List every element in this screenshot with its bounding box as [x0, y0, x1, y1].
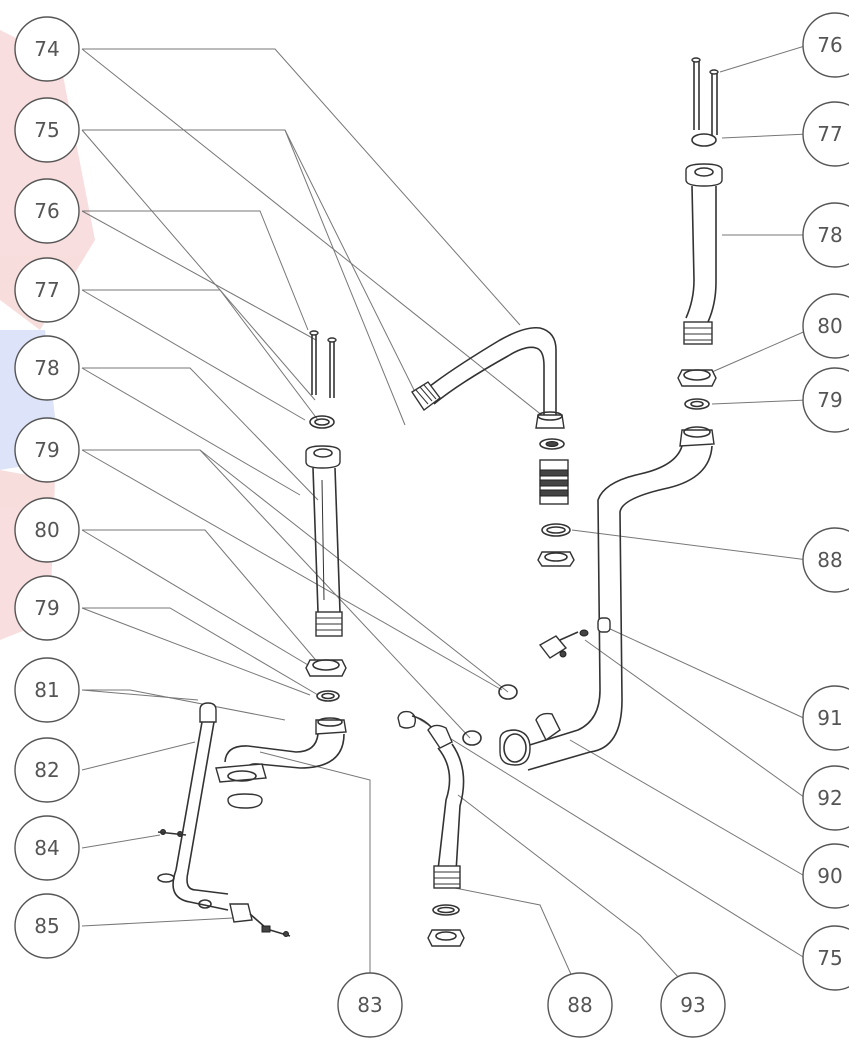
callout-75-right: 75 [802, 925, 849, 991]
callout-78: 78 [14, 335, 80, 401]
callout-76-right: 76 [802, 12, 849, 78]
callout-77: 77 [14, 257, 80, 323]
callout-74: 74 [14, 16, 80, 82]
callout-balloons: 74 75 76 77 78 79 80 79 81 82 84 85 83 8… [14, 12, 849, 1038]
svg-text:79: 79 [34, 596, 59, 620]
svg-text:93: 93 [680, 993, 705, 1017]
svg-text:76: 76 [817, 33, 842, 57]
svg-text:88: 88 [567, 993, 592, 1017]
svg-text:74: 74 [34, 37, 59, 61]
svg-text:91: 91 [817, 706, 842, 730]
center-pipe [411, 326, 575, 567]
right-pipe-assembly [462, 57, 723, 771]
lower-pipe-assembly [397, 710, 465, 947]
bypass-pipe [157, 702, 291, 937]
svg-text:75: 75 [817, 946, 842, 970]
leader-lines [81, 44, 809, 991]
svg-text:77: 77 [817, 122, 842, 146]
svg-text:79: 79 [34, 438, 59, 462]
callout-92: 92 [802, 765, 849, 831]
callout-81: 81 [14, 657, 80, 723]
svg-text:92: 92 [817, 786, 842, 810]
callout-80: 80 [14, 497, 80, 563]
left-pipe-assembly [215, 330, 347, 809]
svg-text:84: 84 [34, 836, 59, 860]
callout-79-right: 79 [802, 367, 849, 433]
svg-text:78: 78 [34, 356, 59, 380]
svg-text:88: 88 [817, 548, 842, 572]
callout-77-right: 77 [802, 101, 849, 167]
svg-text:78: 78 [817, 223, 842, 247]
callout-93: 93 [660, 972, 726, 1038]
svg-text:77: 77 [34, 278, 59, 302]
svg-text:83: 83 [357, 993, 382, 1017]
callout-88-bottom: 88 [547, 972, 613, 1038]
callout-91: 91 [802, 685, 849, 751]
svg-text:85: 85 [34, 914, 59, 938]
callout-82: 82 [14, 737, 80, 803]
svg-text:79: 79 [817, 388, 842, 412]
callout-75: 75 [14, 97, 80, 163]
callout-79-second: 79 [14, 575, 80, 641]
svg-text:75: 75 [34, 118, 59, 142]
svg-text:80: 80 [34, 518, 59, 542]
callout-84: 84 [14, 815, 80, 881]
callout-85: 85 [14, 893, 80, 959]
callout-78-right: 78 [802, 202, 849, 268]
svg-text:76: 76 [34, 199, 59, 223]
callout-83: 83 [337, 972, 403, 1038]
callout-79: 79 [14, 417, 80, 483]
svg-text:90: 90 [817, 864, 842, 888]
callout-80-right: 80 [802, 293, 849, 359]
callout-90: 90 [802, 843, 849, 909]
svg-text:82: 82 [34, 758, 59, 782]
svg-text:80: 80 [817, 314, 842, 338]
callout-76: 76 [14, 178, 80, 244]
svg-text:81: 81 [34, 678, 59, 702]
callout-88-right: 88 [802, 527, 849, 593]
